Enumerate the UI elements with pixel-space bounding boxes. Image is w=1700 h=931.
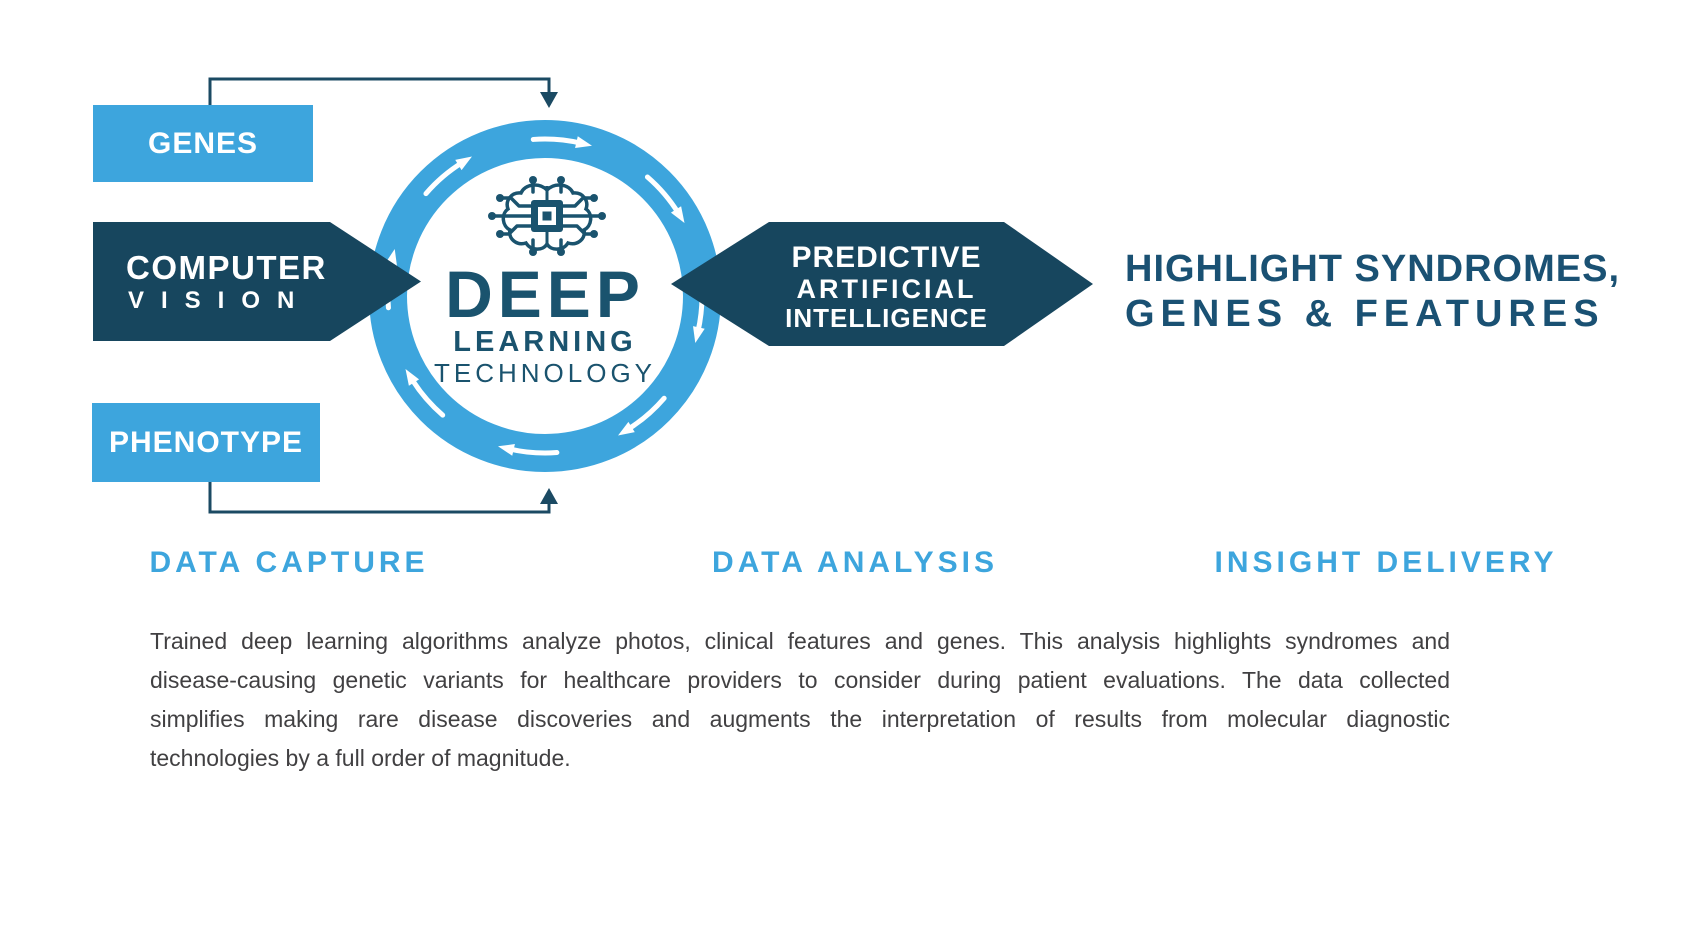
core-title-line1: DEEP — [445, 257, 645, 331]
phenotype-box: PHENOTYPE — [92, 403, 320, 482]
predictive-ai-text: PREDICTIVE ARTIFICIAL INTELLIGENCE — [769, 222, 1004, 346]
description-line: disease-causing genetic variants for hea… — [150, 667, 1450, 693]
outcome-heading-line2: GENES & FEATURES — [1125, 293, 1605, 335]
computer-vision-label-line1: COMPUTER — [126, 248, 327, 286]
core-title-line2: LEARNING — [453, 326, 637, 358]
bottom-connector-arrowhead-icon — [540, 488, 558, 504]
description-line: technologies by a full order of magnitud… — [150, 745, 571, 771]
description-line: simplifies making rare disease discoveri… — [150, 706, 1450, 732]
predictive-ai-line3: INTELLIGENCE — [785, 303, 988, 333]
phenotype-label: PHENOTYPE — [108, 425, 304, 459]
predictive-ai-line2: ARTIFICIAL — [796, 274, 977, 304]
top-connector — [208, 77, 558, 108]
top-connector-arrowhead-icon — [540, 92, 558, 108]
description-paragraph: Trained deep learning algorithms analyze… — [150, 622, 1450, 778]
genes-label: GENES — [147, 126, 259, 160]
outcome-heading: HIGHLIGHT SYNDROMES, GENES & FEATURES — [1125, 247, 1620, 337]
stage-label-data-capture: DATA CAPTURE — [149, 546, 429, 579]
predictive-ai-arrow: PREDICTIVE ARTIFICIAL INTELLIGENCE — [671, 222, 1093, 346]
genes-box: GENES — [93, 105, 313, 182]
stage-label-data-analysis: DATA ANALYSIS — [712, 546, 998, 579]
computer-vision-label-line2: VISION — [128, 286, 312, 314]
bottom-connector — [208, 482, 558, 514]
predictive-ai-line1: PREDICTIVE — [791, 241, 982, 274]
outcome-heading-line1: HIGHLIGHT SYNDROMES, — [1125, 248, 1621, 290]
stage-label-insight-delivery: INSIGHT DELIVERY — [1214, 546, 1558, 579]
description-line: Trained deep learning algorithms analyze… — [150, 628, 1450, 654]
deep-learning-core: DEEP LEARNING TECHNOLOGY — [335, 257, 755, 388]
brain-chip-icon — [488, 176, 606, 256]
core-title-line3: TECHNOLOGY — [433, 358, 657, 388]
